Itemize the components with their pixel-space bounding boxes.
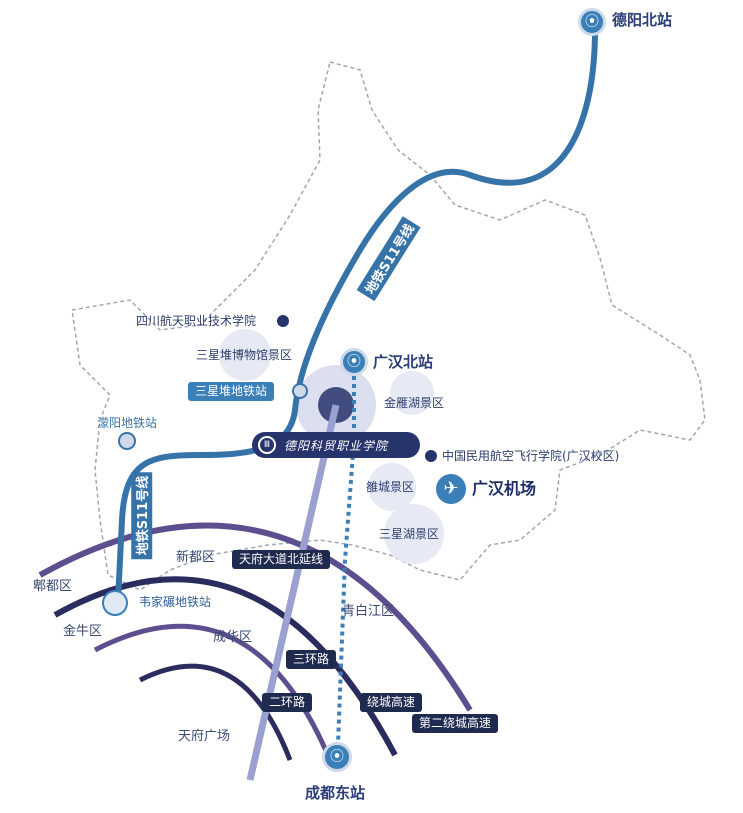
museum-halo [219, 329, 271, 381]
mengyang-metro-dot [118, 432, 136, 450]
poi-guanghan-airport[interactable]: 广汉机场 [472, 479, 537, 498]
district-qingbaijiang: 青白江区 [342, 604, 395, 619]
airplane-icon: ✈ [436, 474, 466, 504]
rail-station-icon: ⦿ [578, 8, 606, 36]
college-marker[interactable]: Ⅲ 德阳科贸职业学院 [252, 432, 420, 458]
district-pidu: 郫都区 [33, 579, 73, 594]
tianfu-avenue-north-line [246, 404, 340, 781]
poi-jinyanhu[interactable]: 金雁湖景区 [384, 396, 445, 410]
road-tianfu-avenue-north: 天府大道北延线 [232, 550, 331, 570]
road-ring-expressway: 绕城高速 [360, 693, 423, 713]
road-second-ring: 二环路 [262, 693, 313, 713]
road-third-ring: 三环路 [286, 650, 337, 670]
station-weijiani-metro[interactable]: 韦家碾地铁站 [139, 595, 212, 609]
yongcheng-halo [368, 463, 416, 511]
metro-hub-icon [102, 590, 128, 616]
poi-dot-icon [277, 315, 289, 327]
district-jinniu: 金牛区 [63, 624, 103, 639]
poi-sanxingdui-museum[interactable]: 三星堆博物馆景区 [196, 348, 293, 362]
college-seal-icon: Ⅲ [258, 436, 276, 454]
district-xindu: 新都区 [176, 550, 216, 565]
road-second-ring-expressway: 第二绕城高速 [412, 714, 499, 734]
poi-yongcheng[interactable]: 雒城景区 [366, 480, 415, 494]
sanxingdui-metro-dot [292, 383, 308, 399]
rail-station-icon: ⦿ [322, 742, 352, 772]
region-boundary [71, 61, 706, 591]
poi-dot-icon [425, 450, 437, 462]
arc-second-ring [138, 663, 293, 761]
station-chengdu-east[interactable]: 成都东站 [305, 784, 366, 802]
station-mengyang-metro[interactable]: 濛阳地铁站 [97, 416, 158, 430]
dotted-rail-link [336, 360, 356, 746]
rail-station-icon: ⦿ [340, 348, 368, 376]
jinyanhu-halo [390, 371, 434, 415]
district-tianfu-square: 天府广场 [178, 729, 231, 744]
poi-sanxinghu[interactable]: 三星湖景区 [379, 527, 440, 541]
arc-second-ring-expressway [38, 522, 473, 712]
station-guanghan-north[interactable]: 广汉北站 [373, 353, 434, 371]
metro-s11-label-lower: 地铁S11号线 [131, 471, 153, 560]
college-name: 德阳科贸职业学院 [284, 438, 389, 453]
poi-sichuan-aerospace[interactable]: 四川航天职业技术学院 [136, 314, 257, 328]
arc-third-ring [93, 623, 333, 761]
station-sanxingdui-metro[interactable]: 三星堆地铁站 [188, 382, 275, 402]
poi-caac-flight[interactable]: 中国民用航空飞行学院(广汉校区) [442, 449, 620, 463]
sanxinghu-halo [384, 504, 444, 564]
station-deyang-north[interactable]: 德阳北站 [612, 11, 673, 29]
district-chenghua: 成华区 [213, 630, 253, 645]
metro-s11-line [115, 27, 598, 603]
